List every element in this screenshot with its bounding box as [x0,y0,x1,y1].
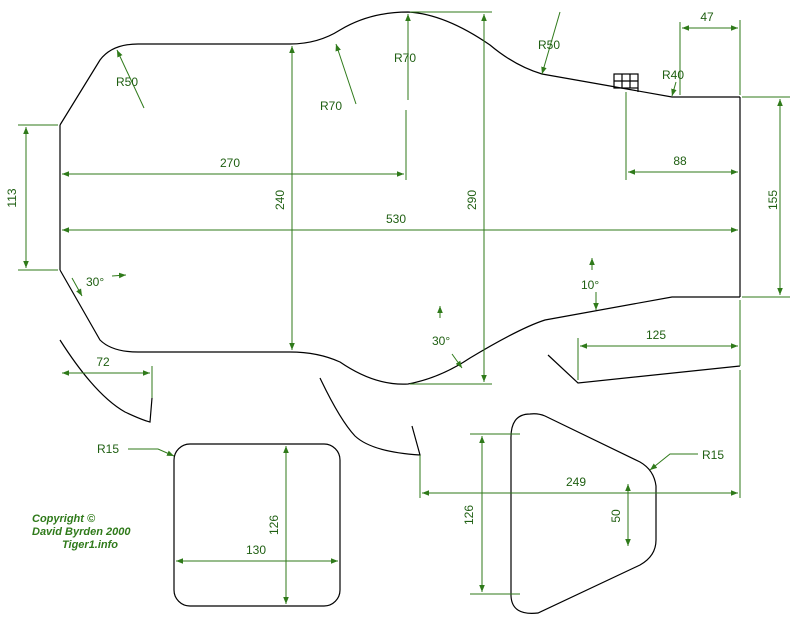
label-130: 130 [246,543,266,557]
label-126-left: 126 [267,515,281,535]
dimension-lines [18,11,790,604]
label-angle-30-bottom: 30° [432,334,450,348]
label-r40: R40 [662,68,684,82]
label-r70-a: R70 [320,99,342,113]
label-angle-10: 10° [581,278,599,292]
label-r15-right: R15 [702,448,724,462]
hinge-block-detail [614,74,638,88]
label-125: 125 [646,328,666,342]
label-126-right: 126 [462,505,476,525]
leader-r50-right [541,11,561,75]
copyright-block: Copyright © David Byrden 2000 Tiger1.inf… [32,513,131,551]
label-r50-right: R50 [538,38,560,52]
label-r50-left: R50 [116,75,138,89]
label-72: 72 [96,355,110,369]
copyright-line-2: David Byrden 2000 [32,526,131,538]
leader-r15-left [128,448,175,457]
leader-r40 [671,81,677,97]
piece-lower-right [547,354,741,384]
piece-lower-left [59,339,153,423]
angle-arrow-30-bottom-b [451,353,463,369]
label-270: 270 [220,156,240,170]
hull-bottom-edge [59,269,740,385]
label-530: 530 [386,212,406,226]
label-r15-left: R15 [97,442,119,456]
label-155: 155 [766,190,780,210]
label-240: 240 [273,190,287,210]
dimension-labels: 113 270 240 290 530 155 88 47 72 125 126… [5,10,780,557]
label-r70-b: R70 [394,51,416,65]
trapezoid-plate [510,413,657,614]
detached-pieces [59,339,741,614]
copyright-line-3: Tiger1.info [62,539,118,551]
label-249: 249 [566,475,586,489]
leader-r15-right [649,453,698,471]
rounded-square-plate [173,443,341,607]
label-113: 113 [5,188,19,207]
leader-r70-a [335,43,357,105]
label-88: 88 [673,154,687,168]
hull-outline [59,11,741,385]
leader-r50-left [116,49,145,109]
hull-top-edge [59,11,740,126]
angle-arrow-30-left [71,277,83,297]
label-47: 47 [700,10,714,24]
label-angle-30-left: 30° [86,275,104,289]
piece-lower-middle [319,377,421,456]
label-50: 50 [609,509,623,523]
copyright-line-1: Copyright © [32,513,96,525]
angle-arrow-30-left-b [111,272,127,279]
label-290: 290 [465,190,479,210]
